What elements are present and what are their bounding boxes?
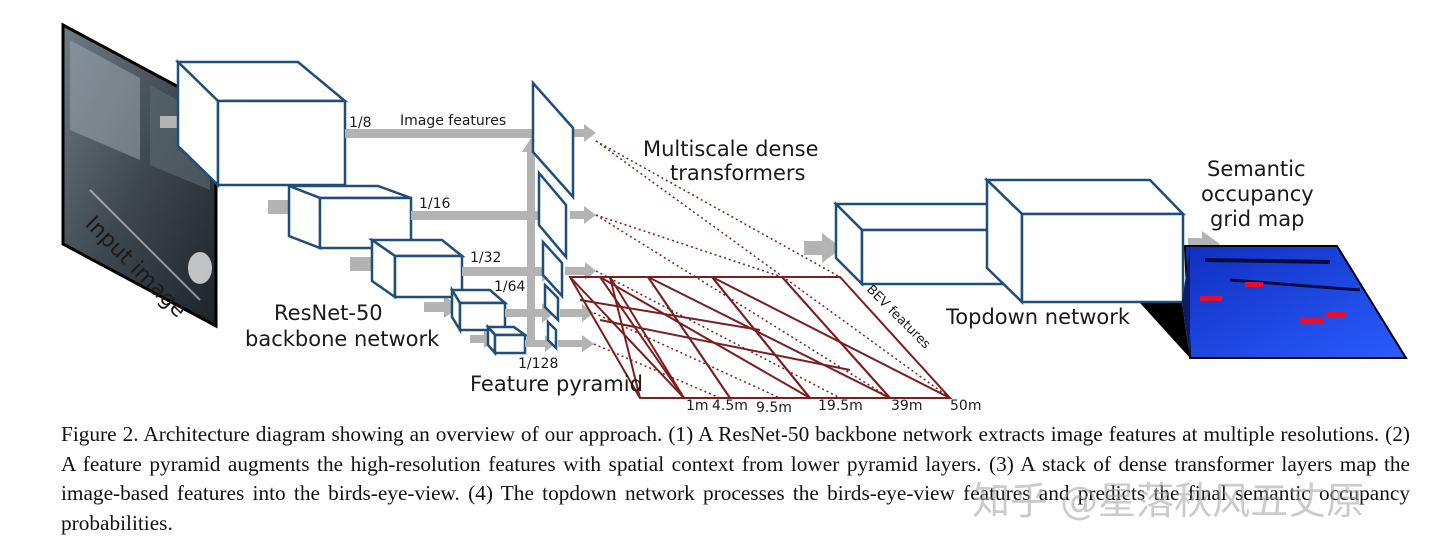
feature-pyramid <box>531 79 575 352</box>
topdown-arrows <box>804 231 1220 263</box>
semantic-occupancy-grid <box>1140 245 1408 359</box>
scale-label-1-16: 1/16 <box>419 196 451 212</box>
backbone-boxes <box>174 59 529 357</box>
transformers-label-line1: Multiscale dense <box>643 137 819 161</box>
distance-label-4-5m: 4.5m <box>712 398 748 414</box>
output-label-line3: grid map <box>1210 207 1304 231</box>
scale-label-1-64: 1/64 <box>494 279 526 295</box>
backbone-label-line1: ResNet-50 <box>274 301 383 325</box>
distance-label-9-5m: 9.5m <box>756 400 792 416</box>
transformer-projection-lines <box>593 140 951 399</box>
distance-label-39m: 39m <box>891 398 922 414</box>
image-features-label: Image features <box>400 113 506 129</box>
distance-label-1m: 1m <box>686 398 709 414</box>
output-label-line1: Semantic <box>1207 157 1306 181</box>
backbone-label-line2: backbone network <box>245 327 440 351</box>
figure-caption: Figure 2. Architecture diagram showing a… <box>61 422 1410 535</box>
architecture-diagram: Input image <box>61 22 1408 416</box>
scale-label-1-8: 1/8 <box>349 115 372 131</box>
distance-label-19-5m: 19.5m <box>818 398 863 414</box>
transformers-label-line2: transformers <box>670 161 805 185</box>
output-label-line2: occupancy <box>1201 182 1314 206</box>
scale-label-1-128: 1/128 <box>518 356 558 372</box>
pyramid-label: Feature pyramid <box>470 372 643 396</box>
topdown-boxes <box>832 177 1186 305</box>
scale-label-1-32: 1/32 <box>470 250 501 266</box>
topdown-label: Topdown network <box>945 305 1131 329</box>
distance-label-50m: 50m <box>950 398 981 414</box>
